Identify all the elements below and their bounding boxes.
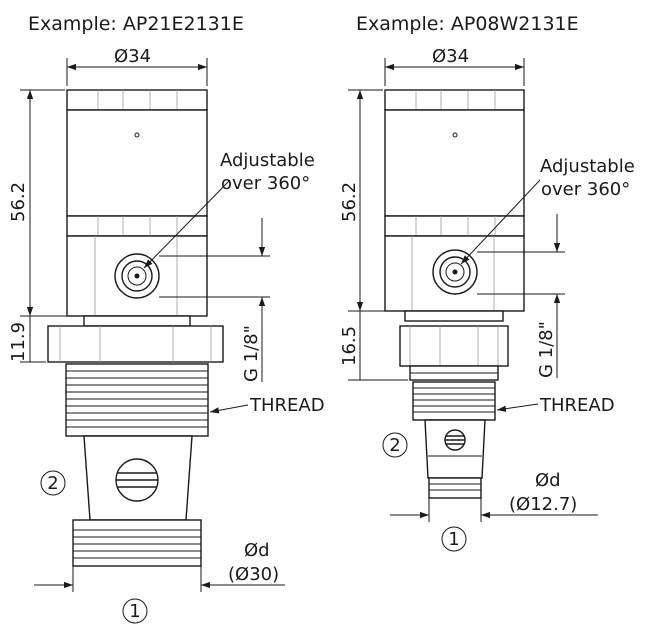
left-spool — [72, 519, 202, 567]
right-port-dimension: G 1/8" — [477, 214, 565, 378]
right-dia-label: Ød — [535, 470, 561, 491]
left-port-2-label: 2 — [47, 473, 58, 494]
left-bottom-diameter-dimension: Ød (Ø30) — [34, 540, 285, 592]
right-nut — [399, 310, 509, 381]
right-thread — [412, 381, 496, 421]
right-bottom-diameter-dimension: Ød (Ø12.7) — [390, 470, 598, 522]
left-top-diameter-dimension: Ø34 — [66, 46, 208, 86]
left-top-diameter-label: Ø34 — [114, 46, 151, 67]
right-top-diameter-dimension: Ø34 — [384, 46, 525, 86]
right-thread-callout: THREAD — [496, 395, 615, 416]
right-adjust-line2: over 360° — [541, 179, 630, 200]
right-title: Example: AP08W2131E — [356, 13, 579, 35]
right-adjust-callout: Adjustable over 360° — [460, 156, 635, 265]
left-connector-block — [66, 235, 208, 317]
left-title: Example: AP21E2131E — [28, 13, 244, 35]
left-dia-value: (Ø30) — [228, 564, 279, 585]
right-spool — [428, 477, 482, 499]
left-adjust-line2: over 360° — [221, 173, 310, 194]
left-height-body-label: 56.2 — [8, 182, 29, 222]
right-port-1-marker: 1 — [441, 526, 467, 552]
right-port-label: G 1/8" — [536, 321, 557, 378]
left-thread — [65, 363, 209, 437]
right-port-2-label: 2 — [389, 435, 400, 456]
left-valve-view: Example: AP21E2131E Ø34 — [8, 13, 325, 624]
left-port-ring — [114, 253, 160, 299]
right-height-dimensions: 56.2 16.5 — [339, 89, 408, 381]
right-valve-view: Example: AP08W2131E Ø34 — [339, 13, 635, 552]
right-port-ring — [432, 249, 478, 295]
right-height-nut-label: 16.5 — [339, 326, 360, 366]
left-adjust-callout: Adjustable over 360° — [143, 150, 315, 269]
left-cartridge-body — [83, 435, 193, 521]
left-coil-body — [66, 89, 208, 237]
right-coil-body — [384, 89, 525, 237]
left-port-dimension: G 1/8" — [159, 218, 270, 382]
left-port-1-marker: 1 — [122, 598, 148, 624]
left-nut — [47, 315, 224, 363]
left-port-1-label: 1 — [129, 601, 140, 622]
left-height-nut-label: 11.9 — [8, 322, 29, 362]
left-port-2-marker: 2 — [40, 470, 66, 496]
right-dia-value: (Ø12.7) — [509, 494, 577, 515]
right-port-2-marker: 2 — [382, 432, 408, 458]
right-thread-label: THREAD — [539, 395, 615, 416]
right-connector-block — [384, 235, 525, 312]
left-thread-label: THREAD — [249, 395, 325, 416]
right-cartridge-body — [424, 419, 486, 479]
left-thread-callout: THREAD — [209, 395, 325, 416]
right-height-body-label: 56.2 — [339, 182, 360, 222]
right-port-1-label: 1 — [448, 529, 459, 550]
left-adjust-line1: Adjustable — [220, 150, 315, 171]
right-adjust-line1: Adjustable — [540, 156, 635, 177]
left-height-dimensions: 56.2 11.9 — [8, 89, 82, 363]
left-port-label: G 1/8" — [241, 325, 262, 382]
left-dia-label: Ød — [244, 540, 270, 561]
right-top-diameter-label: Ø34 — [432, 46, 469, 67]
